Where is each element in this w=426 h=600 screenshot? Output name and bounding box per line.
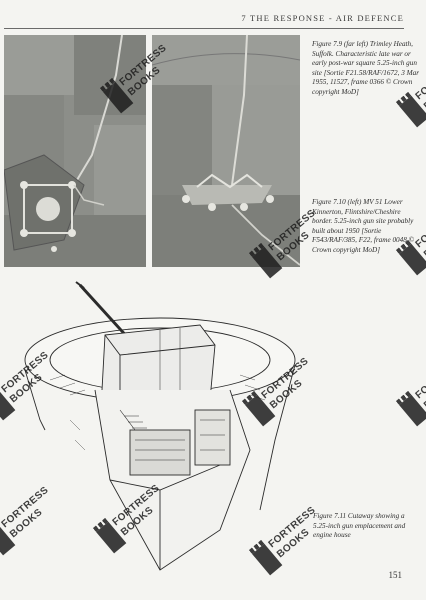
page-number: 151 — [388, 570, 403, 580]
cutaway-illustration-gun-emplacement — [10, 280, 305, 580]
running-head: 7 THE RESPONSE - AIR DEFENCE — [241, 13, 404, 23]
caption-figure-7-10: Figure 7.10 (left) MV 51 Lower Kinnerton… — [312, 198, 415, 254]
header-rule — [4, 28, 404, 29]
aerial-photo-lower-kinnerton — [152, 35, 300, 267]
caption-figure-7-11: Figure 7.11 Cutaway showing a 5.25-inch … — [313, 512, 406, 539]
watermark-logo: FORTRESS BOOKS — [389, 356, 426, 439]
aerial-photo-trimley-heath — [4, 35, 146, 267]
caption-figure-7-9: Figure 7.9 (far left) Trimley Heath, Suf… — [312, 40, 420, 96]
